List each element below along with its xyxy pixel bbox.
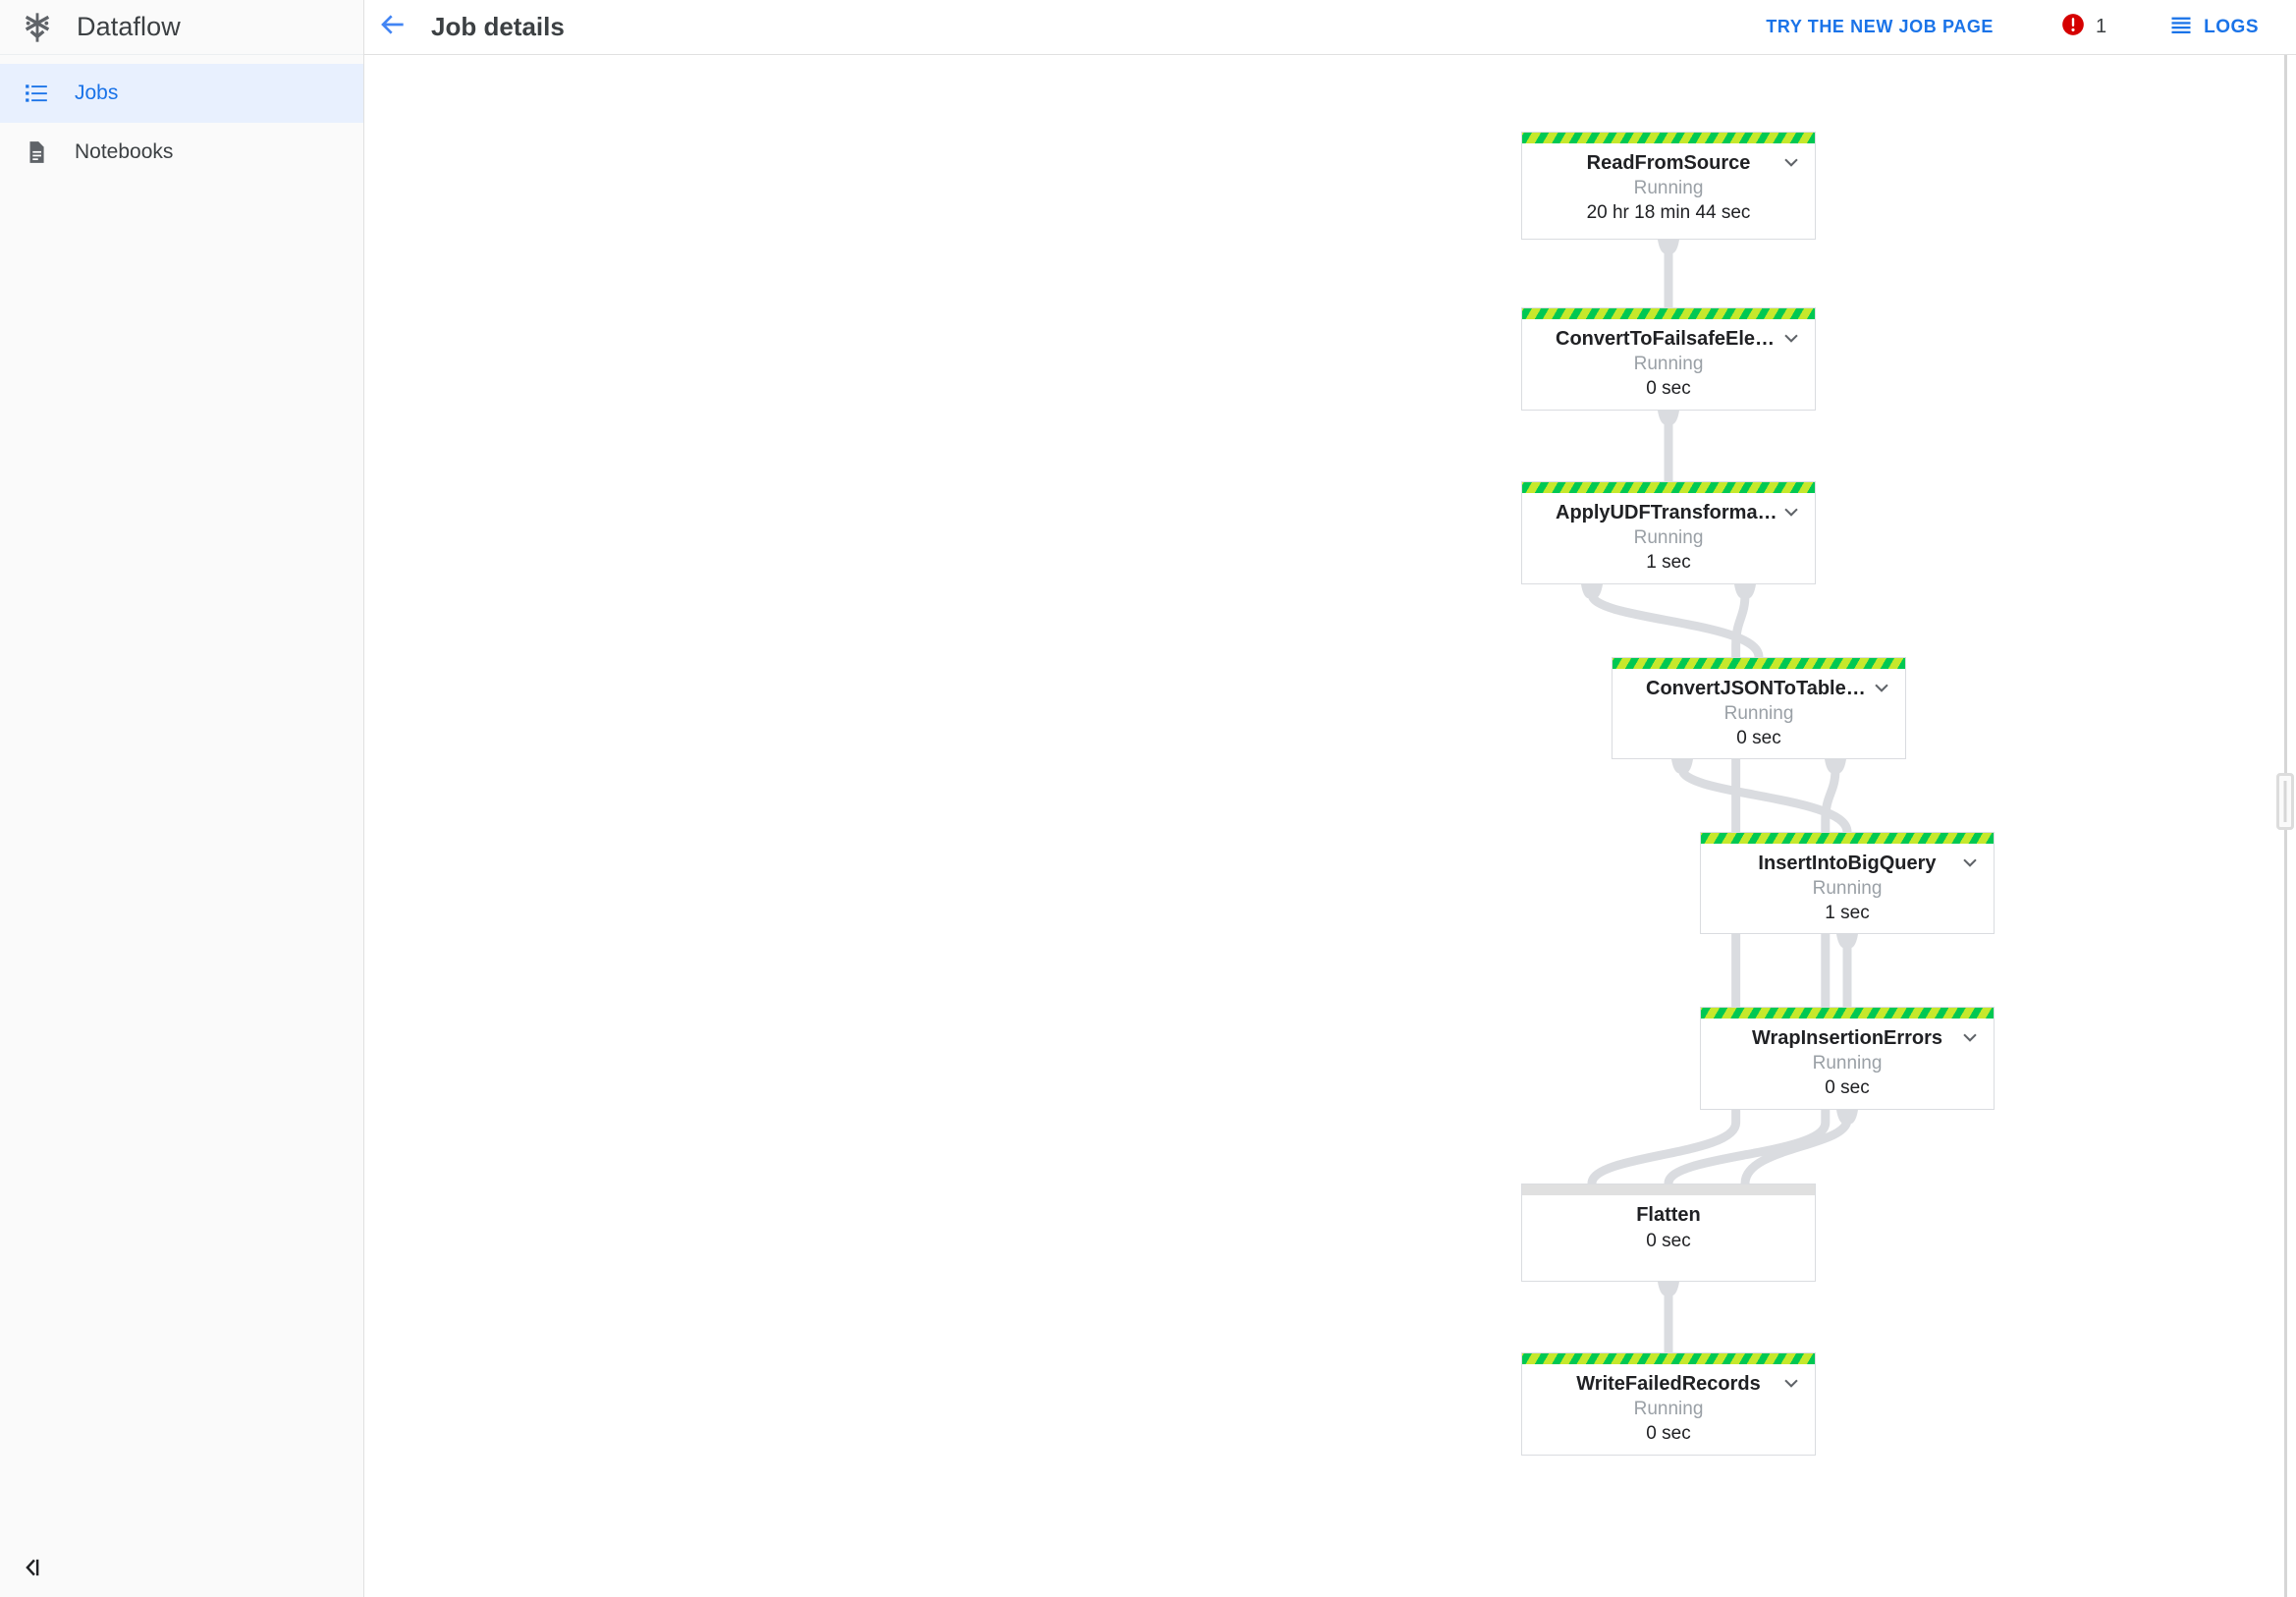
list-icon xyxy=(20,77,53,110)
node-elapsed-time: 0 sec xyxy=(1825,1077,1870,1099)
vertical-scrollbar-thumb[interactable] xyxy=(2276,773,2294,830)
error-exclamation-icon xyxy=(2060,12,2086,42)
node-status: Running xyxy=(1633,1398,1704,1419)
collapse-sidebar-button[interactable] xyxy=(0,1542,364,1597)
node-status: Running xyxy=(1633,353,1704,374)
node-title: Flatten xyxy=(1636,1204,1701,1226)
logs-button[interactable]: LOGS xyxy=(2169,13,2259,41)
node-title: WriteFailedRecords xyxy=(1576,1373,1761,1395)
node-title: InsertIntoBigQuery xyxy=(1758,853,1937,874)
chevron-down-icon[interactable] xyxy=(1778,1370,1804,1396)
sidebar-item-label-jobs: Jobs xyxy=(75,82,119,104)
graph-edge-InsertIntoBigQuery-to-WrapInsertionErrors xyxy=(1836,934,1858,1007)
graph-edge-ConvertJSONToTableRow-to-Flatten xyxy=(1664,759,1846,1185)
logs-hamburger-icon xyxy=(2169,13,2193,41)
graph-node-Flatten[interactable]: Flatten 0 sec xyxy=(1521,1184,1816,1282)
chevron-down-icon[interactable] xyxy=(1778,149,1804,175)
dataflow-logo-icon xyxy=(16,6,59,49)
node-status: Running xyxy=(1723,702,1794,724)
node-status: Running xyxy=(1812,877,1883,899)
node-title: WrapInsertionErrors xyxy=(1751,1027,1943,1049)
graph-edge-WrapInsertionErrors-to-Flatten xyxy=(1740,1110,1858,1184)
page-title: Job details xyxy=(431,12,565,41)
node-running-stripe xyxy=(1613,658,1905,669)
node-status-bar xyxy=(1522,1184,1815,1195)
chevron-down-icon[interactable] xyxy=(1778,499,1804,524)
graph-edge-ApplyUDFTransformation-to-Flatten xyxy=(1587,584,1756,1185)
node-running-stripe xyxy=(1522,482,1815,493)
graph-edges xyxy=(1581,240,1858,1352)
brand-header: Dataflow xyxy=(0,0,363,55)
brand-title: Dataflow xyxy=(77,12,181,41)
try-new-job-page-link[interactable]: TRY THE NEW JOB PAGE xyxy=(1766,17,1995,36)
graph-edge-ConvertToFailsafeElem-to-ApplyUDFTransformation xyxy=(1658,411,1679,481)
chevron-down-icon[interactable] xyxy=(1957,1024,1983,1050)
node-running-stripe xyxy=(1522,308,1815,319)
node-status: Running xyxy=(1633,177,1704,198)
logs-label: LOGS xyxy=(2204,16,2259,37)
arrow-left-icon xyxy=(377,9,409,45)
back-button[interactable] xyxy=(364,0,421,55)
sidebar-nav: Jobs Notebooks xyxy=(0,55,363,182)
collapse-panel-icon xyxy=(18,1554,45,1586)
node-body: ConvertToFailsafeElem… Running 0 sec xyxy=(1522,319,1815,401)
chevron-down-icon[interactable] xyxy=(1957,850,1983,875)
node-title: ReadFromSource xyxy=(1586,152,1751,174)
document-icon xyxy=(20,136,53,169)
node-body: Flatten 0 sec xyxy=(1522,1195,1815,1252)
graph-edge-Flatten-to-WriteFailedRecords xyxy=(1658,1282,1679,1352)
node-status: Running xyxy=(1633,526,1704,548)
error-badge[interactable]: 1 xyxy=(2060,12,2106,42)
node-elapsed-time: 0 sec xyxy=(1646,1230,1691,1251)
node-running-stripe xyxy=(1701,1008,1994,1019)
graph-edge-ReadFromSource-to-ConvertToFailsafeElem xyxy=(1658,240,1679,307)
sidebar-item-notebooks[interactable]: Notebooks xyxy=(0,123,363,182)
node-running-stripe xyxy=(1701,833,1994,844)
node-title: ConvertToFailsafeElem… xyxy=(1556,328,1792,350)
node-elapsed-time: 20 hr 18 min 44 sec xyxy=(1586,202,1751,224)
node-elapsed-time: 1 sec xyxy=(1825,903,1870,924)
node-status: Running xyxy=(1812,1052,1883,1074)
node-running-stripe xyxy=(1522,1353,1815,1364)
chevron-down-icon[interactable] xyxy=(1778,325,1804,351)
node-elapsed-time: 1 sec xyxy=(1646,552,1691,574)
sidebar-item-jobs[interactable]: Jobs xyxy=(0,64,363,123)
sidebar-item-label-notebooks: Notebooks xyxy=(75,140,174,163)
graph-node-ConvertToFailsafeElem[interactable]: ConvertToFailsafeElem… Running 0 sec xyxy=(1521,307,1816,411)
main-area: Job details TRY THE NEW JOB PAGE 1 xyxy=(364,0,2296,1597)
sidebar: Dataflow Jobs xyxy=(0,0,364,1597)
node-running-stripe xyxy=(1522,133,1815,143)
node-elapsed-time: 0 sec xyxy=(1736,728,1781,749)
node-elapsed-time: 0 sec xyxy=(1646,378,1691,400)
error-count: 1 xyxy=(2096,16,2107,37)
node-title: ApplyUDFTransformation xyxy=(1556,502,1794,523)
graph-edge-ApplyUDFTransformation-to-ConvertJSONToTableRow xyxy=(1581,584,1764,659)
graph-edge-ConvertJSONToTableRow-to-InsertIntoBigQuery xyxy=(1671,759,1852,834)
chevron-down-icon[interactable] xyxy=(1869,675,1894,700)
topbar: Job details TRY THE NEW JOB PAGE 1 xyxy=(364,0,2296,55)
node-elapsed-time: 0 sec xyxy=(1646,1423,1691,1445)
node-title: ConvertJSONToTableRow xyxy=(1646,678,1887,699)
